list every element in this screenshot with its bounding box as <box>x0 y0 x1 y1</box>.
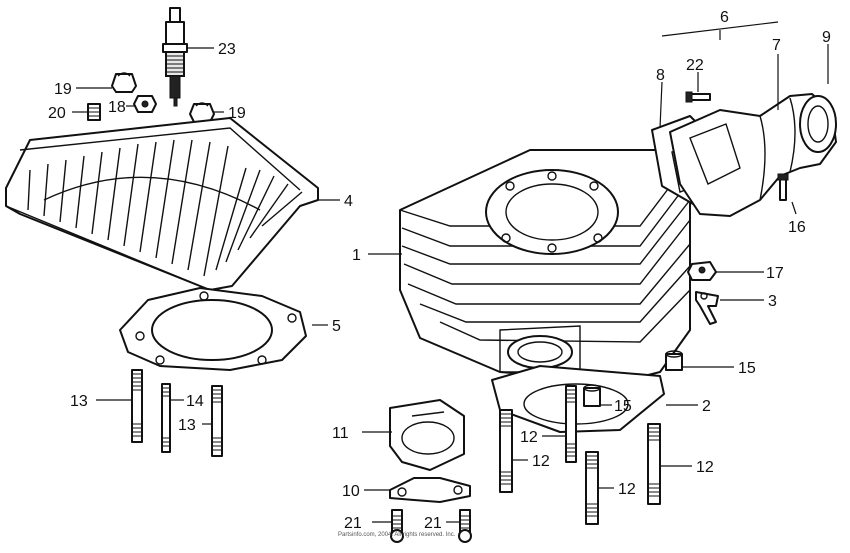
insulator <box>389 399 465 471</box>
callout-9: 9 <box>822 29 831 46</box>
callout-7: 7 <box>772 37 781 54</box>
bolt-22 <box>685 91 711 103</box>
callout-15-center: 15 <box>614 398 632 415</box>
stud-14 <box>161 383 171 453</box>
nut-18 <box>133 95 157 113</box>
retainer-plate <box>389 477 471 503</box>
stud-12-b <box>499 409 513 493</box>
spark-plug <box>162 7 188 107</box>
cable-clip <box>695 291 719 325</box>
stud-12-a <box>565 385 577 463</box>
dowel-pin-right <box>665 350 683 371</box>
stud-13-left <box>131 369 143 443</box>
callout-11: 11 <box>332 425 349 442</box>
callout-21-left: 21 <box>344 515 362 532</box>
callout-19-left: 19 <box>54 81 72 98</box>
stud-13-right <box>211 385 223 457</box>
callout-12-d: 12 <box>618 481 636 498</box>
copyright-notice: Partsinfo.com, 2004. All rights reserved… <box>338 532 456 538</box>
callout-18: 18 <box>108 99 126 116</box>
callout-19-right: 19 <box>228 105 246 122</box>
callout-21-right: 21 <box>424 515 442 532</box>
cap-nut-left <box>111 72 137 93</box>
callout-16: 16 <box>788 219 806 236</box>
dowel-pin-center <box>583 384 601 407</box>
bolt-16 <box>777 173 789 201</box>
callout-20: 20 <box>48 105 66 122</box>
callout-14: 14 <box>186 393 204 410</box>
callout-13-right: 13 <box>178 417 196 434</box>
callout-8: 8 <box>656 67 665 84</box>
callout-22: 22 <box>686 57 704 74</box>
callout-12-c: 12 <box>696 459 714 476</box>
callout-13-left: 13 <box>70 393 88 410</box>
callout-4: 4 <box>344 193 353 210</box>
nut-17 <box>687 261 717 281</box>
callout-10: 10 <box>342 483 360 500</box>
head-gasket <box>119 287 307 371</box>
callout-3: 3 <box>768 293 777 310</box>
callout-labels: 23 19 18 20 19 4 5 13 14 13 1 2 3 17 15 … <box>48 9 831 532</box>
callout-5: 5 <box>332 318 341 335</box>
callout-1: 1 <box>352 247 361 264</box>
callout-12-a: 12 <box>520 429 538 446</box>
callout-23: 23 <box>218 41 236 58</box>
cylinder-head <box>5 117 319 291</box>
callout-6: 6 <box>720 9 729 26</box>
stud-12-c <box>647 423 661 505</box>
nut-20 <box>87 103 101 121</box>
callout-15-right: 15 <box>738 360 756 377</box>
base-gasket <box>491 365 665 433</box>
intake-manifold <box>669 93 837 217</box>
callout-2: 2 <box>702 398 711 415</box>
stud-12-d <box>585 451 599 525</box>
cylinder <box>399 149 691 383</box>
leader-lines <box>72 21 829 523</box>
callout-12-b: 12 <box>532 453 550 470</box>
callout-17: 17 <box>766 265 784 282</box>
bolt-21-right <box>458 509 472 543</box>
